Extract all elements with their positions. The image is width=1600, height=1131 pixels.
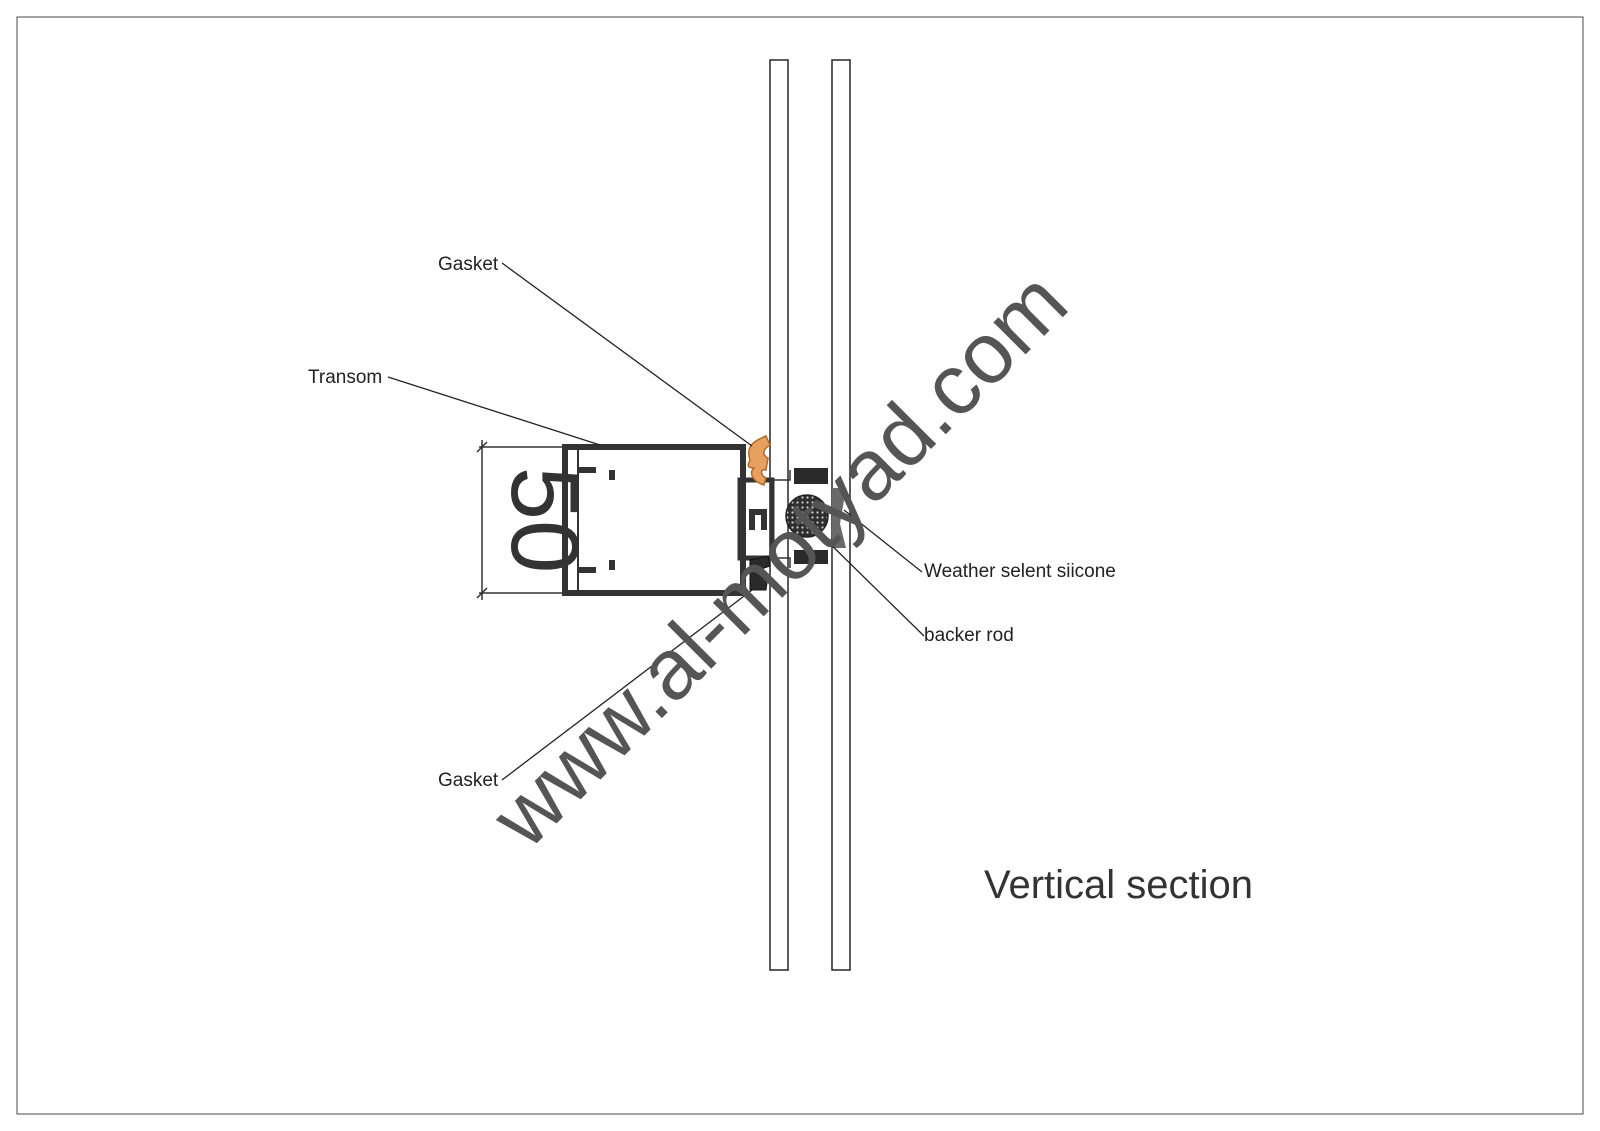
label-gasket-top: Gasket xyxy=(438,254,499,275)
transom-box xyxy=(562,444,746,596)
label-backer-rod: backer rod xyxy=(924,625,1014,646)
label-transom: Transom xyxy=(308,367,382,388)
sheet-border xyxy=(16,16,1584,1115)
label-weather-sealant: Weather selent siicone xyxy=(924,561,1116,582)
nose-fin-bottom xyxy=(772,557,791,568)
weather-sealant-shape xyxy=(832,488,846,548)
transom-profile xyxy=(562,444,791,596)
screw-channel-top xyxy=(578,467,615,480)
nose-fin-top xyxy=(772,470,791,481)
drawing-title: Vertical section xyxy=(984,863,1253,907)
nose-channel xyxy=(749,509,767,530)
seal-block-top xyxy=(794,468,828,484)
leader-backer-rod xyxy=(817,531,925,637)
screw-channel-bottom xyxy=(578,560,615,573)
leader-weather-sealant xyxy=(843,509,923,573)
leader-gasket-bottom xyxy=(501,589,753,781)
leader-transom xyxy=(387,376,601,446)
gasket-top-shape xyxy=(747,435,771,486)
seal-block-bottom xyxy=(794,550,828,564)
dimension-value: 50 xyxy=(491,467,598,574)
backer-rod-shape xyxy=(785,494,829,538)
label-gasket-bottom: Gasket xyxy=(438,770,499,791)
dimension-50: 50 xyxy=(476,440,598,600)
leader-gasket-top xyxy=(501,262,753,447)
gasket-bottom-shape xyxy=(749,555,771,591)
